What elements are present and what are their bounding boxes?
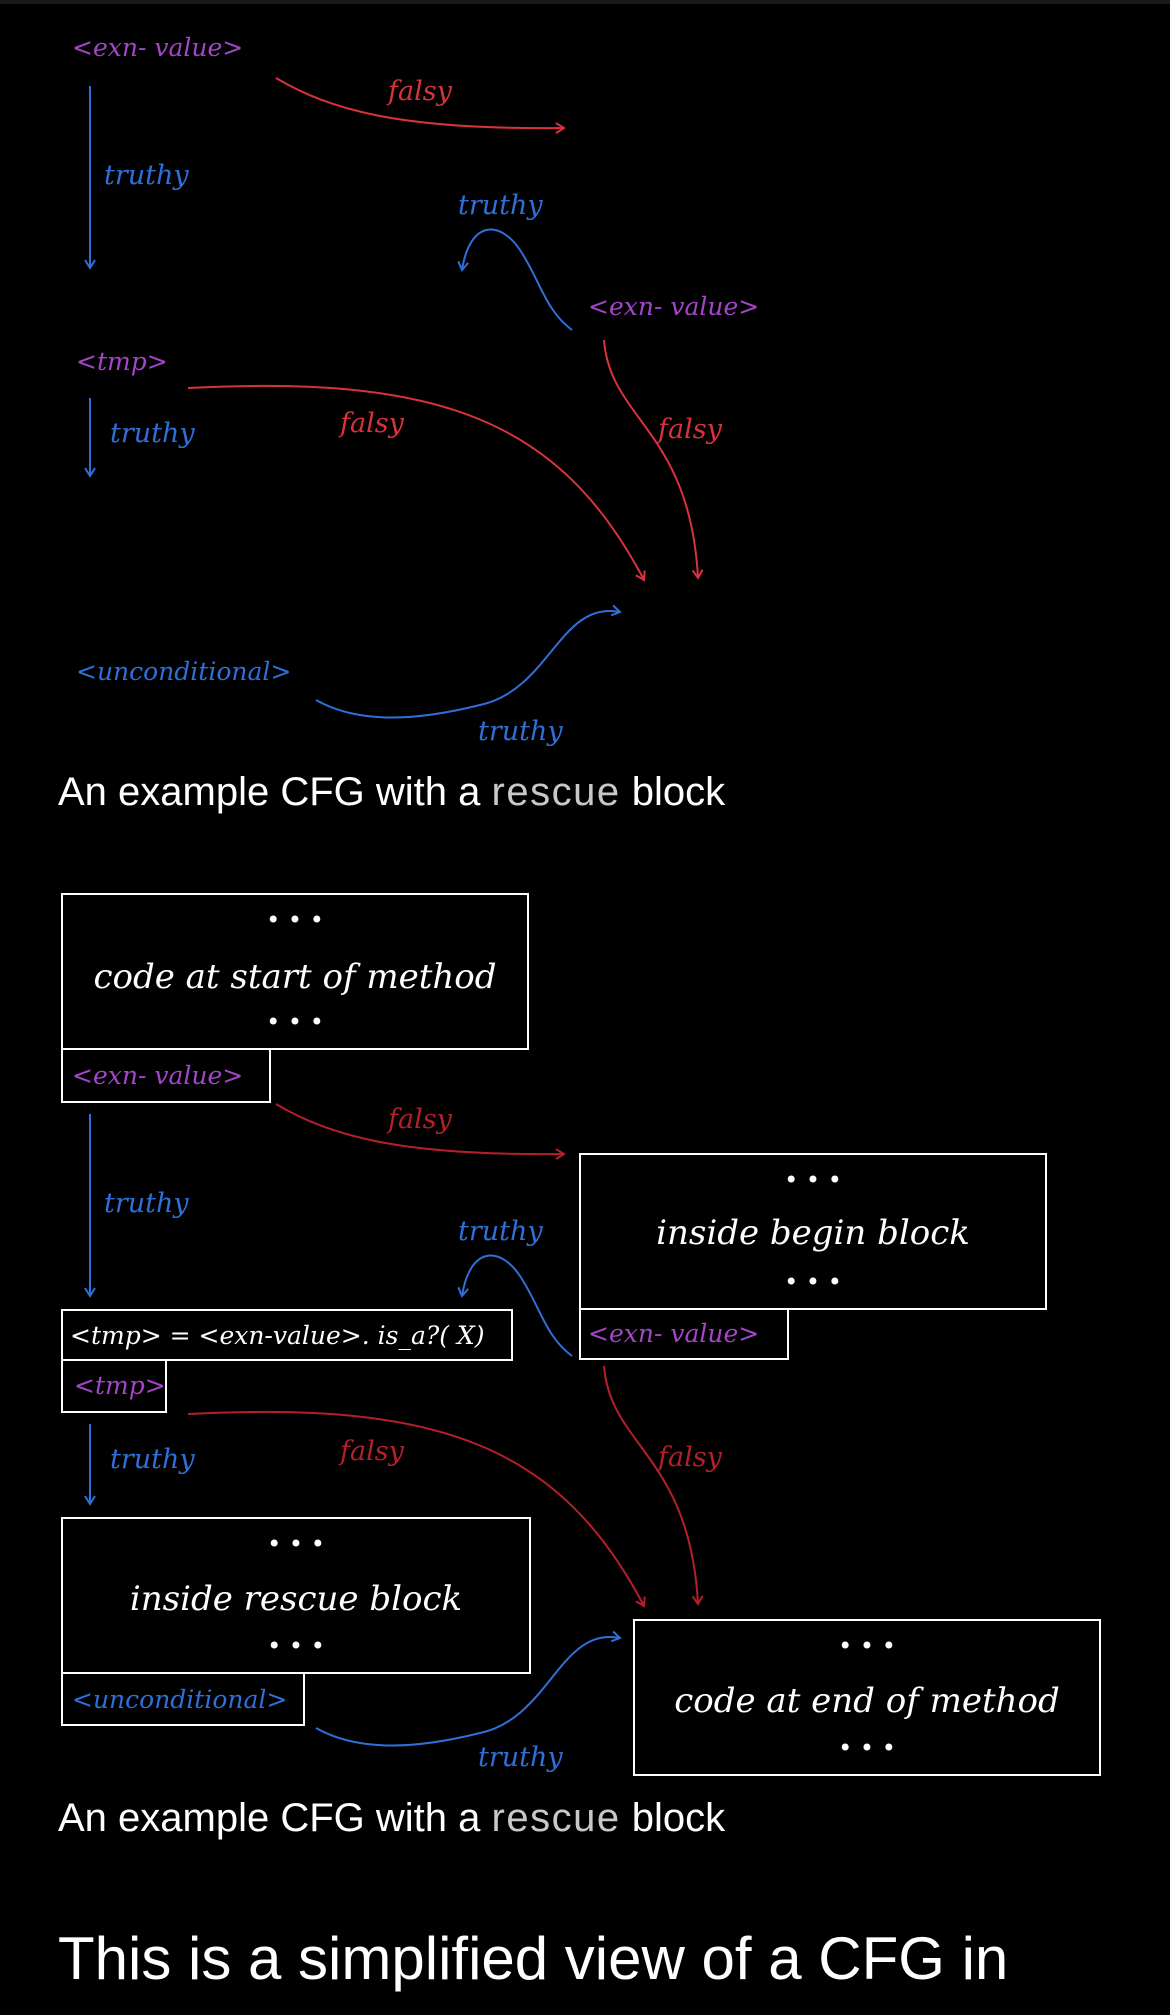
falsy-arrow [275,1103,566,1160]
falsy-arrow [275,77,566,134]
end-block-label: code at end of method [674,1681,1060,1721]
begin-block-label: inside begin block [656,1213,970,1253]
caption-prefix: An example CFG with a [58,1796,481,1840]
falsy-arrow [187,1410,646,1608]
ellipsis: • • • [267,1530,325,1558]
cfg-diagram-with-blocks: • • • code at start of method • • • <exn… [61,893,1101,1776]
caption-suffix: block [631,770,726,814]
falsy-arrow [603,339,704,580]
ellipsis: • • • [784,1268,842,1296]
truthy-label: truthy [104,1188,189,1219]
assignment-label: <tmp> = <exn-value>. is_a?( X) [70,1321,485,1350]
caption-suffix: block [631,1796,726,1840]
paragraph-text: This is a simplified view of a CFG in [58,1925,1009,1992]
falsy-label: falsy [386,1104,453,1135]
truthy-label: truthy [478,716,563,747]
ellipsis: • • • [838,1734,896,1762]
cfg-sketch-arrows-only: <exn- value> <exn- value> <tmp> <uncondi… [72,33,759,747]
top-divider [0,0,1170,4]
caption-prefix: An example CFG with a [58,770,481,814]
truthy-label: truthy [458,1216,543,1247]
exn-value-tag: <exn- value> [72,33,243,62]
truthy-arrow [315,604,622,719]
unconditional-tag: <unconditional> [72,1685,287,1714]
caption-code: rescue [491,1796,621,1840]
unconditional-tag-box [61,1672,305,1726]
truthy-label: truthy [458,190,543,221]
truthy-arrow [457,1254,573,1357]
ellipsis: • • • [784,1166,842,1194]
ellipsis: • • • [266,906,324,934]
falsy-label: falsy [656,414,723,445]
truthy-arrow [457,228,573,331]
exn-value-tag: <exn- value> [72,1061,243,1090]
truthy-label: truthy [104,160,189,191]
ellipsis: • • • [266,1008,324,1036]
figure-caption: An example CFG with a rescue block [58,1796,725,1841]
truthy-label: truthy [478,1742,563,1773]
ellipsis: • • • [838,1632,896,1660]
falsy-arrow [603,1365,704,1606]
figure-caption: An example CFG with a rescue block [58,770,725,815]
tmp-tag-box [61,1359,167,1413]
truthy-label: truthy [110,418,195,449]
tmp-tag: <tmp> [74,1371,166,1400]
falsy-label: falsy [386,76,453,107]
truthy-arrow [315,1630,622,1747]
rescue-block-label: inside rescue block [130,1579,462,1619]
ellipsis: • • • [267,1632,325,1660]
exn-value-tag: <exn- value> [588,292,759,321]
exn-value-tag: <exn- value> [588,1319,759,1348]
falsy-label: falsy [338,408,405,439]
exn-value-tag-box [579,1308,789,1360]
begin-block-box [579,1153,1047,1310]
exn-value-tag-box [61,1048,271,1103]
falsy-label: falsy [656,1442,723,1473]
falsy-label: falsy [338,1436,405,1467]
end-block-box [633,1619,1101,1776]
assignment-box [61,1309,513,1361]
caption-code: rescue [491,770,621,814]
start-block-box [61,893,529,1050]
unconditional-tag: <unconditional> [76,657,291,686]
truthy-label: truthy [110,1444,195,1475]
tmp-tag: <tmp> [76,347,168,376]
falsy-arrow [187,384,646,582]
start-block-label: code at start of method [93,957,496,997]
